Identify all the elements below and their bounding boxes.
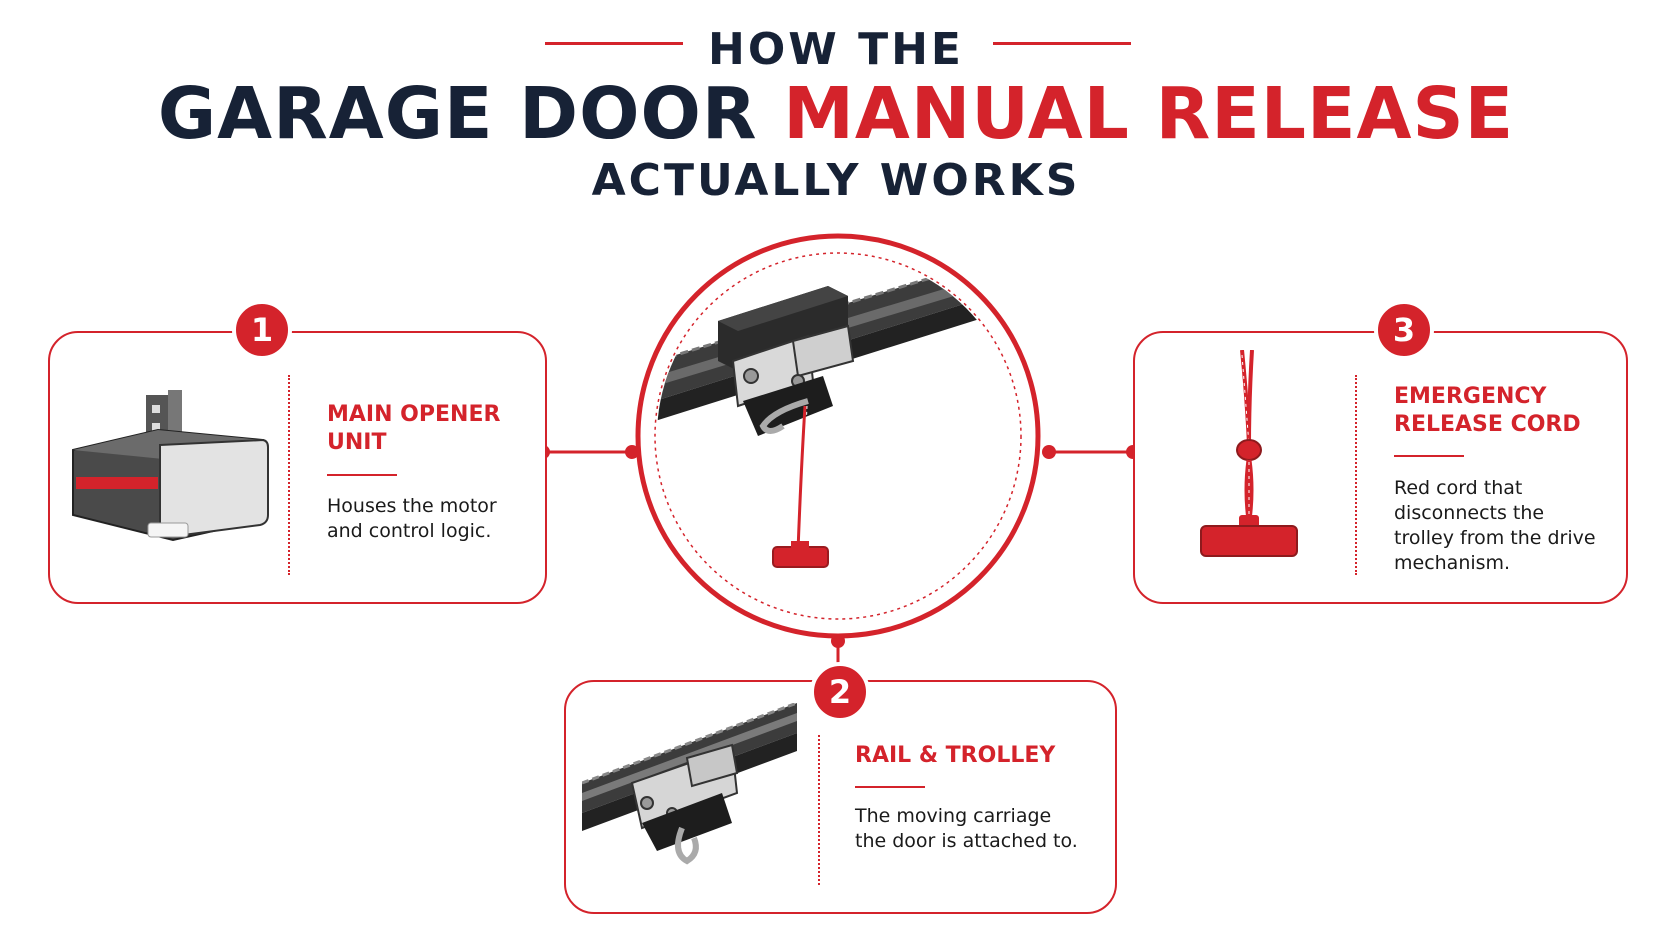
card3-divider	[1355, 375, 1357, 575]
step-badge-1: 1	[232, 300, 292, 360]
card2-description: The moving carriage the door is attached…	[855, 805, 1078, 852]
title-rule-left	[545, 42, 683, 45]
card2-title: RAIL & TROLLEY	[855, 743, 1056, 768]
card1-divider	[288, 375, 290, 575]
card2-divider	[818, 735, 820, 885]
rail-trolley-card-icon	[582, 703, 798, 865]
opener-unit-icon	[72, 390, 269, 542]
title-red-part: MANUAL RELEASE	[783, 72, 1515, 155]
center-illustration	[635, 233, 1041, 639]
title-line-1: HOW THE	[708, 24, 964, 75]
title-rule-right	[993, 42, 1131, 45]
card1-title-rule	[327, 474, 397, 476]
title-line-2: GARAGE DOOR MANUAL RELEASE	[0, 72, 1672, 155]
title-line-3: ACTUALLY WORKS	[591, 155, 1081, 206]
release-cord-icon	[1200, 350, 1298, 557]
card1-description: Houses the motor and control logic.	[327, 495, 497, 542]
card2-title-rule	[855, 786, 925, 788]
step-badge-3: 3	[1374, 300, 1434, 360]
step-badge-2: 2	[810, 662, 870, 722]
card3-description: Red cord that disconnects the trolley fr…	[1394, 477, 1596, 574]
card3-title: EMERGENCY RELEASE CORD	[1394, 384, 1581, 437]
card1-title: MAIN OPENER UNIT	[327, 402, 501, 455]
card-release-cord	[1133, 331, 1628, 604]
title-dark-part: GARAGE DOOR	[157, 72, 758, 155]
card3-title-rule	[1394, 455, 1464, 457]
